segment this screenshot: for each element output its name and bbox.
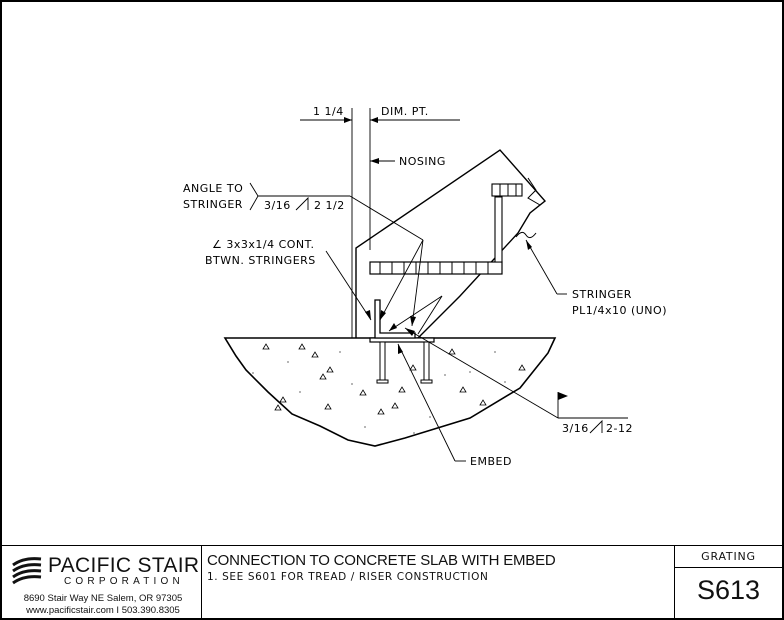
concrete-slab (223, 337, 557, 447)
upper-grating (491, 183, 523, 197)
weld-embed-size: 3/16 (562, 422, 589, 435)
drawing-category: GRATING (701, 550, 756, 563)
sheet-number: S613 (696, 575, 761, 605)
btwn-stringers-label: BTWN. STRINGERS (205, 254, 316, 267)
pacific-stair-logo-icon (12, 557, 42, 585)
grating-tread (369, 261, 503, 275)
nosing-label: NOSING (399, 155, 446, 168)
concrete-dots (252, 351, 506, 434)
embed-stud-right (423, 341, 430, 383)
weld-angle-size: 3/16 (264, 199, 291, 212)
stringer-spec-label: PL1/4x10 (UNO) (572, 304, 667, 317)
angle-cont-label: ∠ 3x3x1/4 CONT. (212, 238, 315, 251)
company-address: 8690 Stair Way NE Salem, OR 97305 (23, 593, 183, 604)
detail-drawing: 1 1/4 DIM. PT. NOSING ANGLE TO STRINGER … (183, 105, 667, 468)
dim-pt-label: DIM. PT. (381, 105, 429, 118)
drawing-note: 1. SEE S601 FOR TREAD / RISER CONSTRUCTI… (207, 571, 489, 583)
stringer-break-mark (515, 231, 537, 239)
stringer-plate (355, 149, 547, 339)
angle-to-label: ANGLE TO (183, 182, 243, 195)
embed-stud-left (379, 341, 386, 383)
embed-stud-right-head (420, 379, 433, 384)
stringer-title-label: STRINGER (572, 288, 632, 301)
drawing-description-cell: CONNECTION TO CONCRETE SLAB WITH EMBED 1… (202, 545, 675, 618)
drawing-title: CONNECTION TO CONCRETE SLAB WITH EMBED (207, 552, 556, 569)
weld-angle-length: 2 1/2 (314, 199, 345, 212)
embed-label: EMBED (470, 455, 512, 468)
concrete-aggregate (262, 343, 526, 415)
weld-embed-length: 2-12 (606, 422, 633, 435)
title-block-border (0, 545, 784, 546)
company-name: PACIFIC STAIR (48, 554, 200, 577)
dim-1-1-4-label: 1 1/4 (313, 105, 344, 118)
stringer-word-label: STRINGER (183, 198, 243, 211)
title-block: PACIFIC STAIR CORPORATION 8690 Stair Way… (0, 545, 784, 620)
sheet-code-cell: GRATING S613 (675, 545, 782, 618)
grating-bars (379, 262, 489, 274)
company-contact: www.pacificstair.com I 503.390.8305 (26, 605, 180, 616)
code-divider (675, 567, 782, 568)
embed-stud-left-head (376, 379, 389, 384)
company-logo-cell: PACIFIC STAIR CORPORATION 8690 Stair Way… (2, 545, 202, 618)
riser (494, 196, 503, 263)
break-line (527, 177, 541, 206)
company-corporation: CORPORATION (64, 576, 184, 587)
